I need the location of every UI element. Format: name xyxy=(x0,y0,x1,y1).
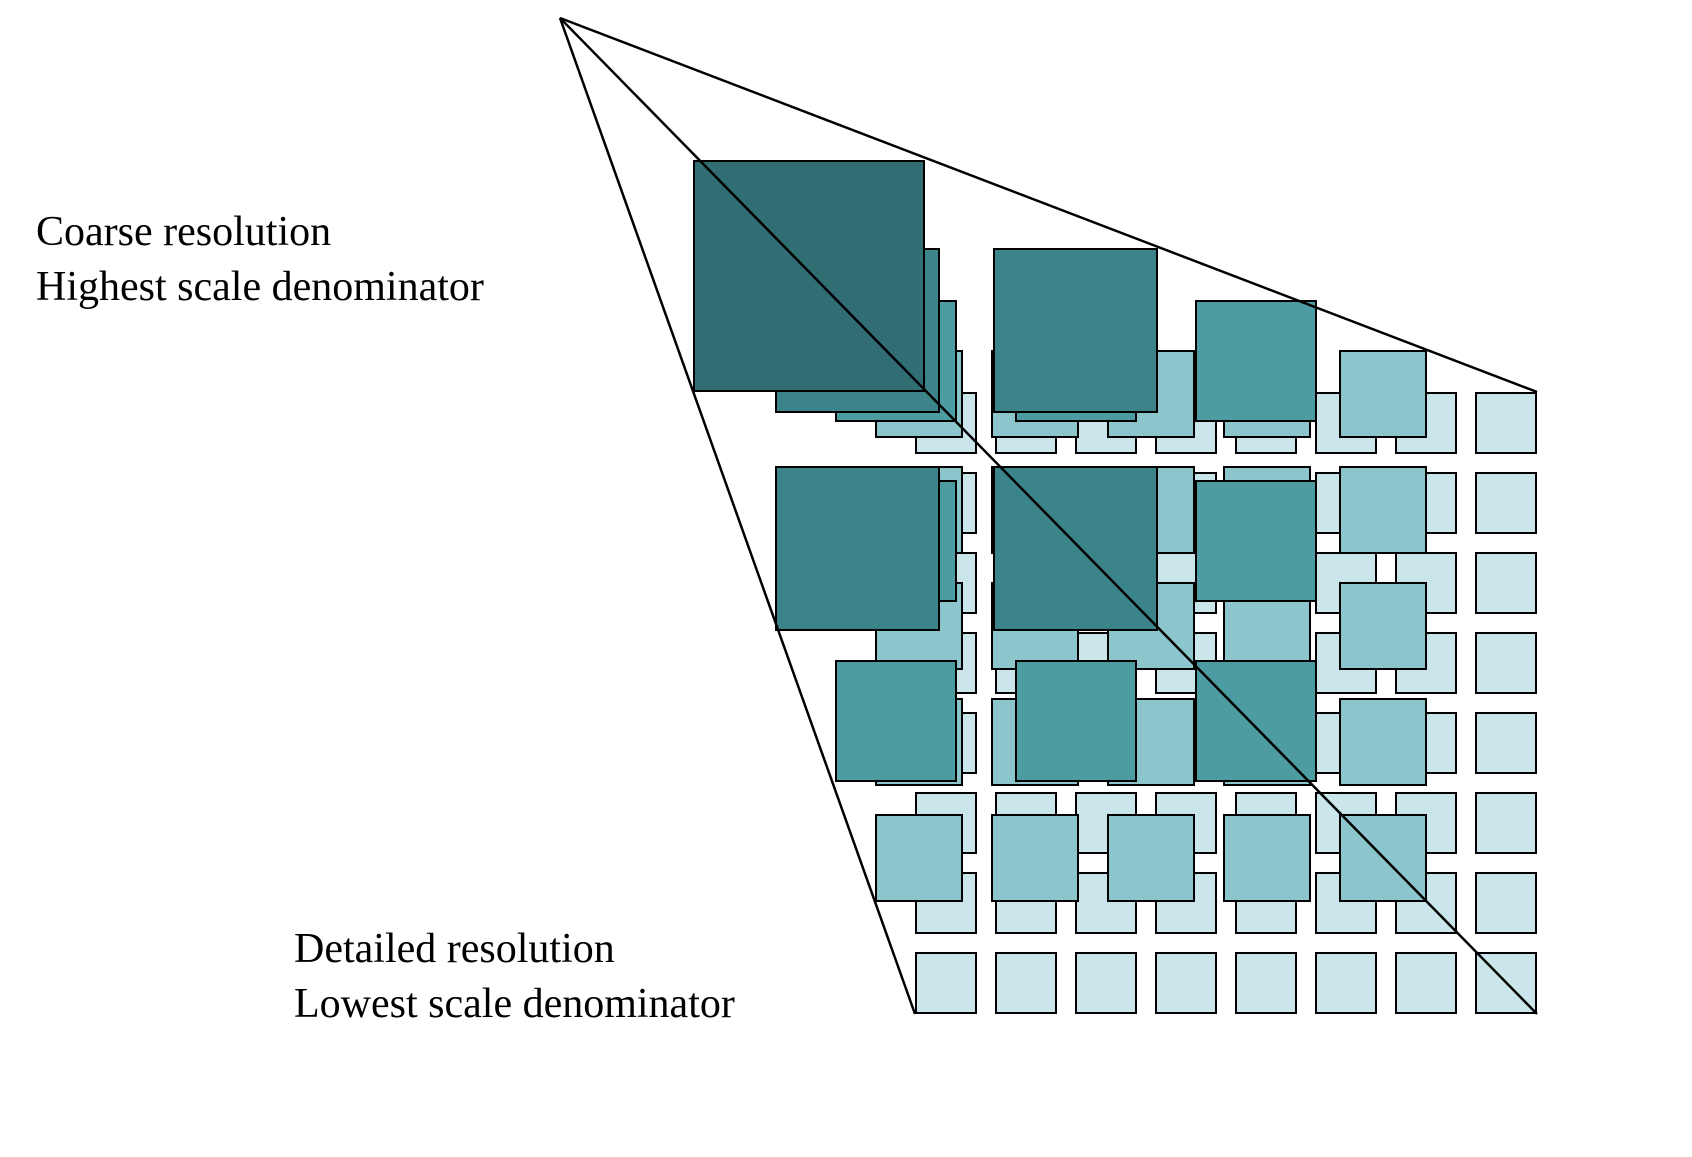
tile-level-2 xyxy=(1195,660,1317,782)
tile-level-3 xyxy=(1339,350,1427,438)
tile-level-2 xyxy=(835,660,957,782)
coarse-resolution-label-line2: Highest scale denominator xyxy=(36,264,484,311)
tile-level-4-finest xyxy=(1395,952,1457,1014)
tile-level-3 xyxy=(1223,814,1311,902)
tile-level-1 xyxy=(993,466,1158,631)
tile-level-4-finest xyxy=(1475,552,1537,614)
tile-level-4-finest xyxy=(1315,952,1377,1014)
detailed-resolution-label-line2: Lowest scale denominator xyxy=(294,981,735,1028)
tile-level-4-finest xyxy=(1475,792,1537,854)
tile-level-1 xyxy=(775,466,940,631)
tile-level-4-finest xyxy=(1075,952,1137,1014)
tile-level-4-finest xyxy=(1235,952,1297,1014)
tile-level-4-finest xyxy=(1475,952,1537,1014)
tile-level-3 xyxy=(991,814,1079,902)
tile-level-3 xyxy=(875,814,963,902)
tile-level-0-coarsest xyxy=(693,160,925,392)
tile-level-2 xyxy=(1195,480,1317,602)
detailed-resolution-label: Detailed resolution Lowest scale denomin… xyxy=(294,922,735,1033)
tile-level-3 xyxy=(1107,814,1195,902)
tile-level-4-finest xyxy=(915,952,977,1014)
tile-level-2 xyxy=(1015,660,1137,782)
tile-level-3 xyxy=(1339,582,1427,670)
tile-level-1 xyxy=(993,248,1158,413)
tile-level-3 xyxy=(1339,698,1427,786)
detailed-resolution-label-line1: Detailed resolution xyxy=(294,926,615,972)
tile-level-3 xyxy=(1339,814,1427,902)
tile-level-4-finest xyxy=(1155,952,1217,1014)
tile-level-4-finest xyxy=(1475,472,1537,534)
tile-level-2 xyxy=(1195,300,1317,422)
tile-level-4-finest xyxy=(995,952,1057,1014)
tile-level-4-finest xyxy=(1475,632,1537,694)
tile-level-4-finest xyxy=(1475,872,1537,934)
tile-level-4-finest xyxy=(1475,392,1537,454)
tile-level-4-finest xyxy=(1475,712,1537,774)
tile-level-3 xyxy=(1339,466,1427,554)
coarse-resolution-label-line1: Coarse resolution xyxy=(36,209,332,255)
coarse-resolution-label: Coarse resolution Highest scale denomina… xyxy=(36,205,484,316)
